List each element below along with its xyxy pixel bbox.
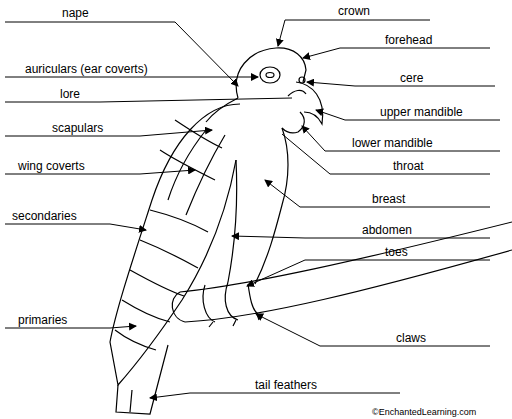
part-label: wing coverts <box>18 159 85 173</box>
part-label: upper mandible <box>380 105 463 119</box>
part-label: forehead <box>385 33 432 47</box>
part-label: tail feathers <box>255 378 317 392</box>
part-label: throat <box>393 159 424 173</box>
part-label: lower mandible <box>352 136 433 150</box>
part-label: scapulars <box>52 121 103 135</box>
part-label: cere <box>400 71 423 85</box>
leader-lines <box>5 20 500 398</box>
part-label: auriculars (ear coverts) <box>25 62 148 76</box>
part-label: crown <box>338 4 370 18</box>
part-label: primaries <box>18 313 67 327</box>
part-label: nape <box>62 6 89 20</box>
part-label: lore <box>60 87 80 101</box>
part-label: toes <box>385 245 408 259</box>
part-label: ©EnchantedLearning.com <box>372 405 476 419</box>
part-label: secondaries <box>12 209 77 223</box>
parrot-outline <box>110 48 512 414</box>
part-label: breast <box>372 192 405 206</box>
part-label: abdomen <box>362 223 412 237</box>
part-label: claws <box>396 331 426 345</box>
